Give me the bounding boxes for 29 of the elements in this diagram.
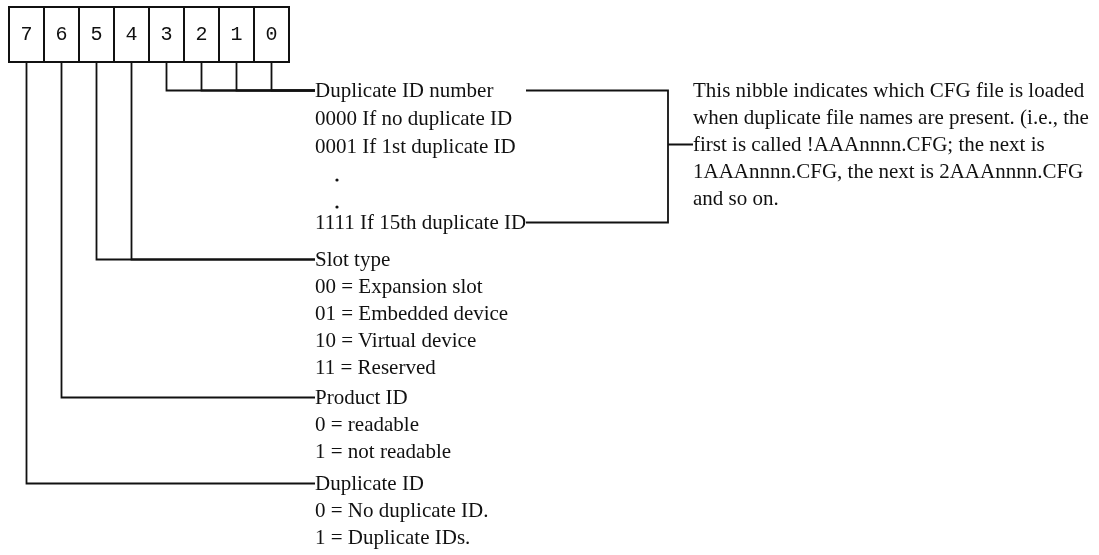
field-value: 01 = Embedded device [315,300,509,327]
bit-cell: 2 [183,6,220,63]
field-title: Duplicate ID number [315,77,494,104]
field-value: 10 = Virtual device [315,327,477,354]
field-value: 1 = not readable [315,438,452,465]
bit-cell: 6 [43,6,80,63]
field-value: 0 = No duplicate ID. [315,497,489,524]
leader-line [25,62,316,485]
bit-cell: 0 [253,6,290,63]
leader-line [270,62,316,92]
field-title: Slot type [315,246,391,273]
leader-line [130,62,316,261]
bit-cell: 1 [218,6,255,63]
field-value: 11 = Reserved [315,354,436,381]
field-value: 0001 If 1st duplicate ID [315,133,516,160]
bit-cell: 5 [78,6,115,63]
leader-line [60,62,316,399]
bit-cell: 3 [148,6,185,63]
field-title: Product ID [315,384,408,411]
field-value: 1111 If 15th duplicate ID [315,209,527,236]
bracket-connector [525,89,694,224]
bit-cell: 4 [113,6,150,63]
field-value: 00 = Expansion slot [315,273,483,300]
note-text: This nibble indicates which CFG file is loaded when duplicate file names are present. (i.e., the first is called !AAAnnnn.CFG; the next is 1AAAnnnn.CFG, the next is 2AAAnnnn.CFG and so on. [693,77,1090,212]
field-value: 1 = Duplicate IDs. [315,524,471,551]
bit-cell: 7 [8,6,45,63]
field-value: 0 = readable [315,411,419,438]
field-value: 0000 If no duplicate ID [315,105,513,132]
field-title: Duplicate ID [315,470,425,497]
